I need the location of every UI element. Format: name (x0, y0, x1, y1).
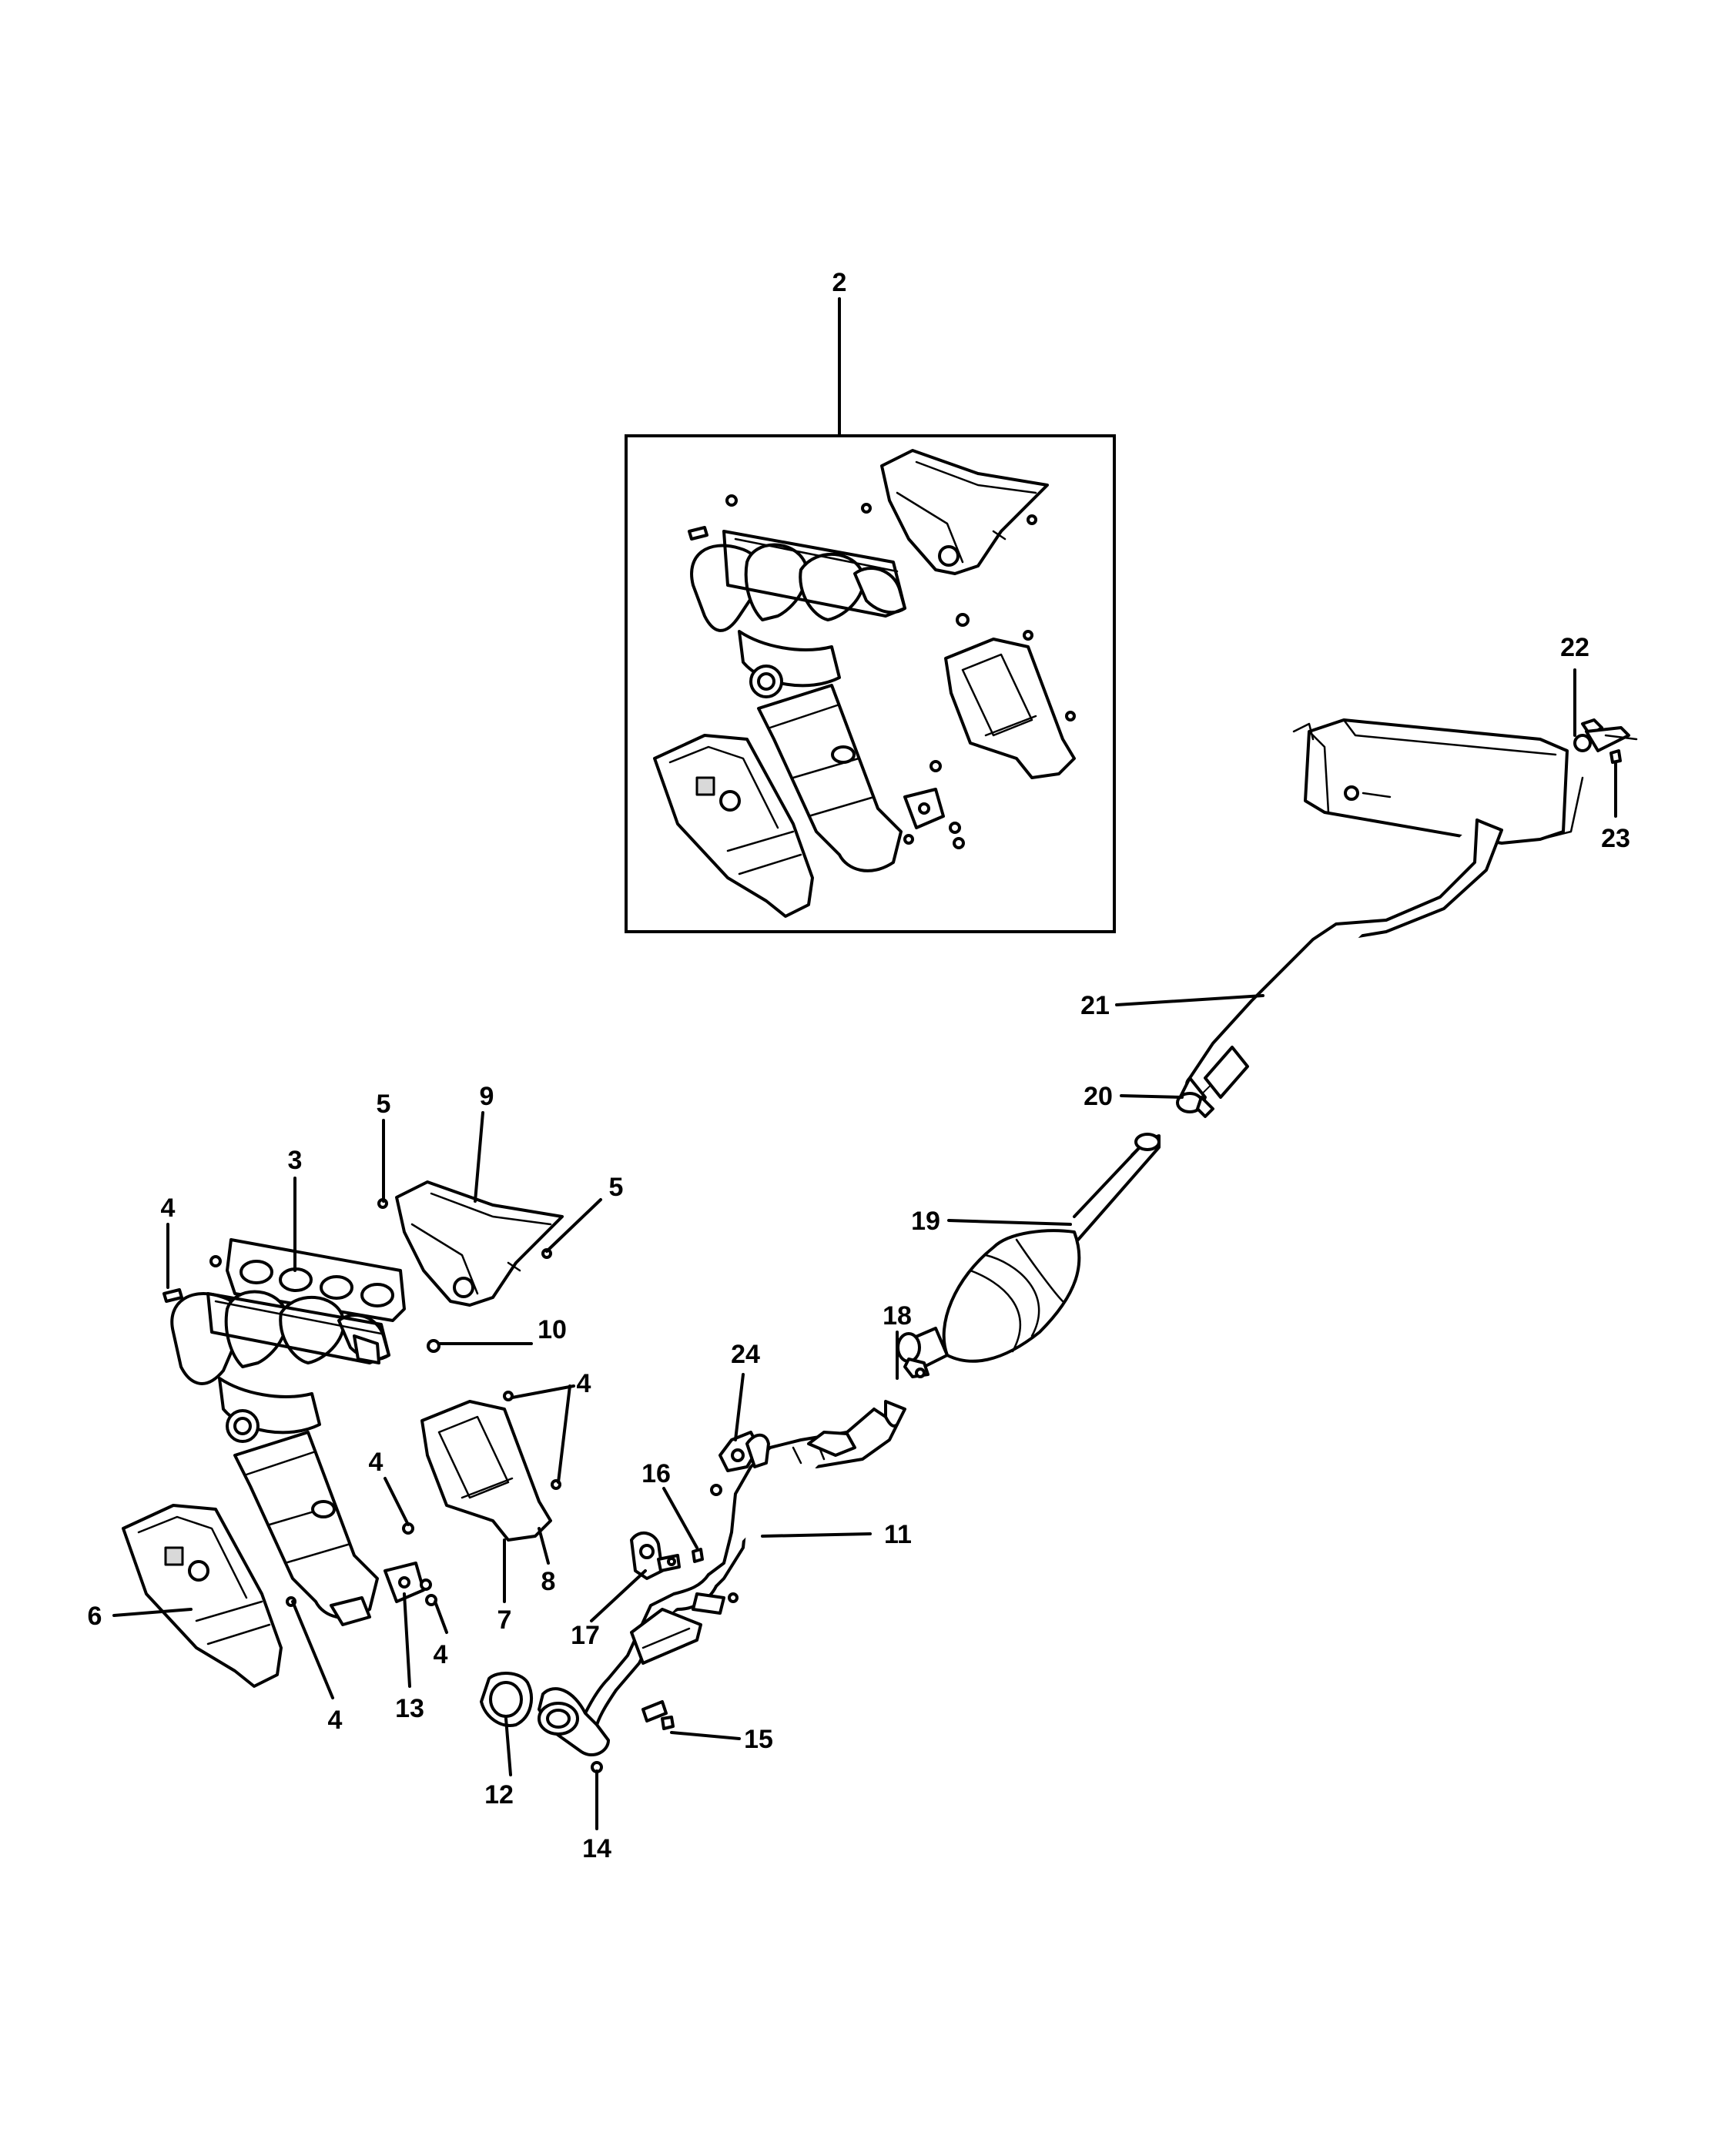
callout-2: 2 (832, 268, 847, 297)
rear-muffler (1292, 718, 1603, 845)
callout-13: 13 (395, 1694, 424, 1723)
intermediate-pipe-21 (1177, 819, 1503, 1110)
callout-9: 9 (480, 1082, 494, 1111)
catalytic-converter (233, 1431, 379, 1626)
callout-18: 18 (883, 1301, 912, 1331)
callout-4: 4 (577, 1369, 591, 1398)
manifold-gasket-3 (226, 1238, 406, 1322)
inset-manifold (690, 530, 906, 698)
clamp-20 (1176, 1092, 1214, 1118)
gasket-12 (480, 1672, 533, 1727)
callout-22: 22 (1560, 633, 1589, 662)
heat-shield-7 (420, 1400, 552, 1542)
tailpipe-hanger-22 (1573, 726, 1638, 752)
callout-12: 12 (484, 1780, 514, 1810)
callout-7: 7 (497, 1605, 512, 1635)
exhaust-manifold (170, 1290, 390, 1443)
callout-4: 4 (161, 1194, 176, 1223)
bolt-23 (1609, 749, 1622, 764)
callout-19: 19 (911, 1207, 940, 1236)
assembly-inset-box (625, 434, 1116, 933)
callout-17: 17 (571, 1621, 600, 1650)
callout-6: 6 (88, 1602, 102, 1631)
fasteners-pipe (591, 1484, 739, 1773)
hanger-17 (630, 1532, 681, 1580)
heat-shield-6 (122, 1504, 283, 1688)
callout-10: 10 (538, 1315, 567, 1344)
callout-11: 11 (884, 1520, 912, 1549)
heat-shield-9 (395, 1180, 564, 1307)
resonator-19 (896, 1133, 1161, 1368)
callout-14: 14 (582, 1834, 611, 1863)
clamp-18 (903, 1358, 929, 1378)
callout-15: 15 (744, 1725, 773, 1754)
callout-20: 20 (1084, 1082, 1113, 1111)
inset-catalytic-converter (757, 684, 945, 872)
callout-5: 5 (377, 1090, 391, 1119)
callout-21: 21 (1080, 991, 1110, 1020)
callout-24: 24 (731, 1340, 760, 1369)
inset-lower-left-heat-shield (653, 734, 814, 918)
inset-fasteners (688, 494, 1076, 849)
inset-upper-heat-shield (880, 449, 1049, 575)
leader-lines (112, 297, 1617, 1830)
callout-4: 4 (328, 1706, 343, 1735)
callout-23: 23 (1601, 824, 1630, 853)
callout-16: 16 (641, 1459, 671, 1488)
callout-8: 8 (541, 1567, 556, 1596)
inset-lower-heat-shield (944, 638, 1076, 779)
callout-5: 5 (609, 1173, 624, 1202)
front-pipe-11 (538, 1400, 906, 1756)
hanger-24 (718, 1431, 770, 1472)
callout-4: 4 (434, 1640, 448, 1669)
callout-3: 3 (288, 1146, 303, 1175)
callouts: 2 3 4 5 9 5 10 4 4 4 4 13 6 7 8 12 14 15… (88, 268, 1630, 1863)
callout-4: 4 (369, 1448, 384, 1477)
